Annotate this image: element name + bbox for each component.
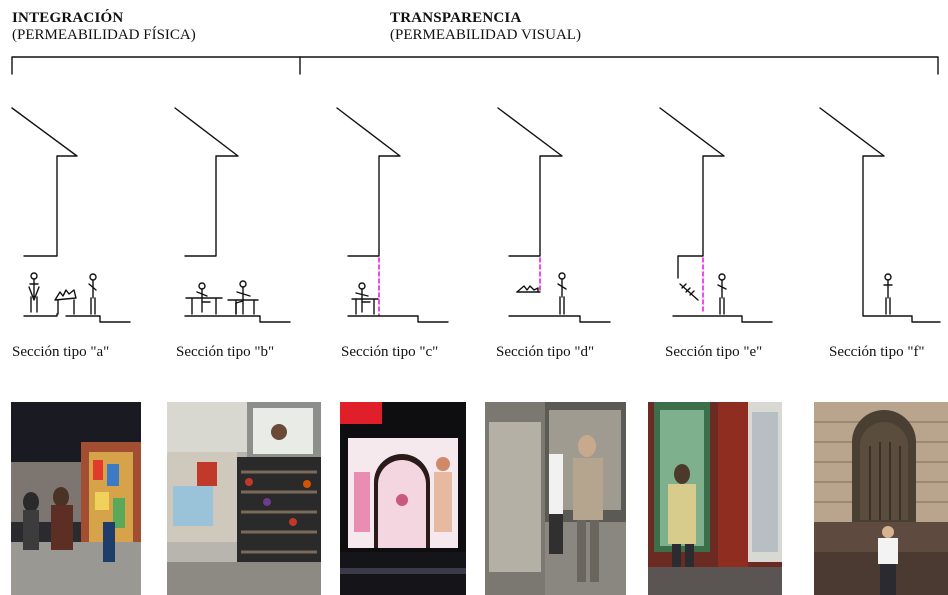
person-icon xyxy=(355,282,371,313)
person-icon xyxy=(88,273,97,315)
section-diagram xyxy=(11,56,941,323)
section-b-drawing xyxy=(174,107,291,323)
storefront-pedestrian-photo xyxy=(485,402,626,595)
caption-section-d: Sección tipo "d" xyxy=(496,344,595,360)
person-icon xyxy=(717,273,727,315)
section-a-drawing xyxy=(11,107,131,323)
integration-subtitle: (PERMEABILIDAD FÍSICA) xyxy=(12,27,196,43)
integration-title: INTEGRACIÓN xyxy=(12,10,124,26)
category-brackets xyxy=(11,56,939,75)
section-d-drawing xyxy=(497,107,611,323)
transparency-title: TRANSPARENCIA xyxy=(390,10,522,26)
integration-header: INTEGRACIÓN (PERMEABILIDAD FÍSICA) xyxy=(12,10,196,44)
shop-window-photo xyxy=(340,402,466,595)
section-e-drawing xyxy=(659,107,773,323)
transparency-header: TRANSPARENCIA (PERMEABILIDAD VISUAL) xyxy=(390,10,581,44)
section-c-drawing xyxy=(336,107,449,323)
caption-section-f: Sección tipo "f" xyxy=(829,344,925,360)
street-vendors-photo xyxy=(11,402,141,595)
person-icon xyxy=(557,272,567,315)
person-icon xyxy=(235,280,251,315)
blank-facade-photo xyxy=(814,402,948,595)
section-f-drawing xyxy=(819,107,941,323)
market-stall-photo xyxy=(167,402,321,595)
caption-section-b: Sección tipo "b" xyxy=(176,344,275,360)
caption-section-e: Sección tipo "e" xyxy=(665,344,763,360)
caption-section-c: Sección tipo "c" xyxy=(341,344,439,360)
person-icon xyxy=(28,272,40,313)
caption-section-a: Sección tipo "a" xyxy=(12,344,110,360)
recessed-shop-entrance-photo xyxy=(648,402,782,595)
transparency-subtitle: (PERMEABILIDAD VISUAL) xyxy=(390,27,581,43)
person-icon xyxy=(883,273,893,315)
person-icon xyxy=(196,282,211,313)
